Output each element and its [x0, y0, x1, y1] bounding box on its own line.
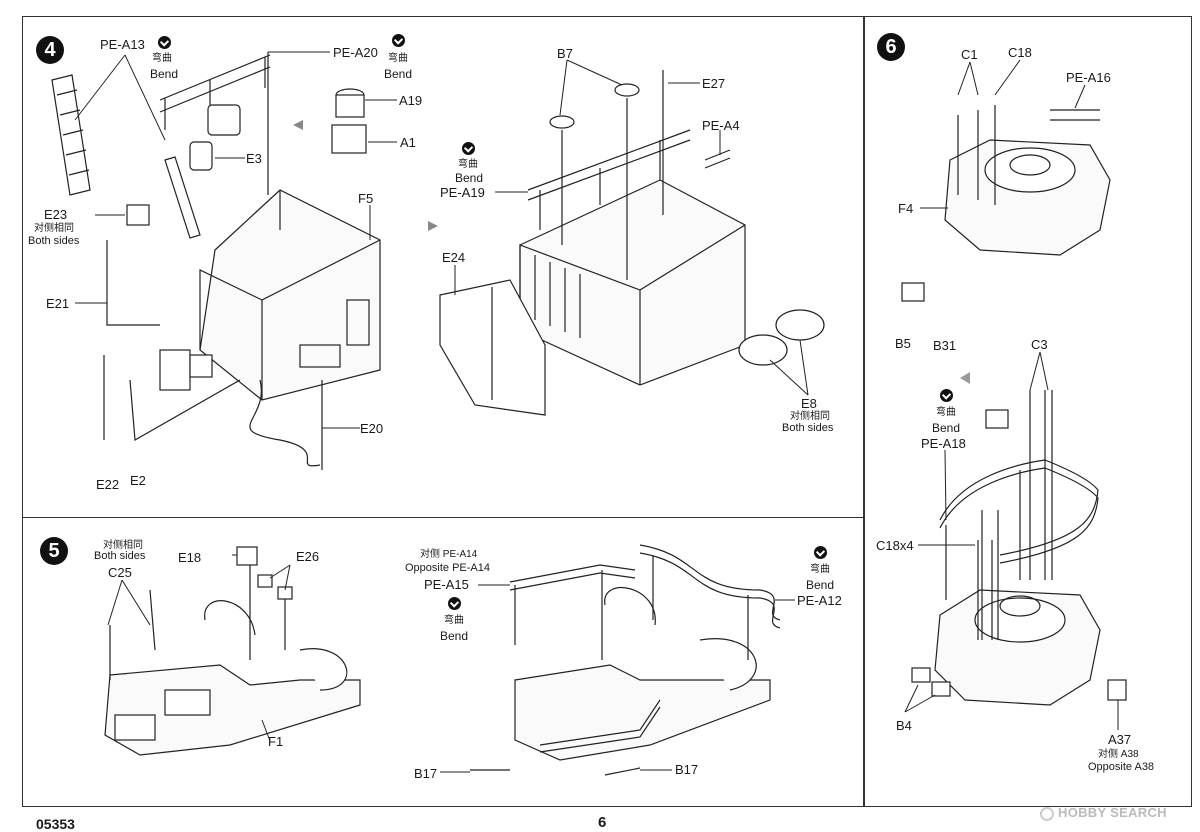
brand-name: HOBBY SEARCH [1058, 805, 1167, 820]
label-c18: C18 [1008, 45, 1032, 60]
opposite-pe-a14-cn: 对侧 PE-A14 [420, 549, 478, 560]
label-a37: A37 [1108, 732, 1132, 747]
label-pe-a15: PE-A15 [424, 577, 469, 592]
opposite-a38-en: Opposite A38 [1088, 761, 1155, 773]
step5-base-right [470, 544, 781, 776]
label-e18: E18 [178, 550, 202, 565]
label-c3: C3 [1031, 337, 1048, 352]
label-pe-a13: PE-A13 [100, 37, 145, 52]
label-pe-a18: PE-A18 [921, 436, 966, 451]
bend-icon [814, 546, 827, 559]
label-e2: E2 [130, 473, 146, 488]
leader-lines [74, 51, 1119, 773]
label-f5: F5 [358, 191, 374, 206]
both-sides-cn: 对侧相同 [103, 540, 143, 551]
brand-logo-icon [1040, 806, 1054, 821]
label-e3: E3 [246, 151, 262, 166]
both-sides-en: Both sides [782, 422, 834, 434]
label-e21: E21 [46, 296, 70, 311]
label-e23: E23 [44, 207, 68, 222]
bend-note-cn: 弯曲 [388, 53, 408, 64]
both-sides-en: Both sides [94, 550, 146, 562]
opposite-pe-a14-en: Opposite PE-A14 [405, 562, 490, 574]
both-sides-en: Both sides [28, 235, 80, 247]
bend-note-en: Bend [384, 67, 413, 81]
label-b17-left: B17 [414, 766, 438, 781]
bend-note-cn: 弯曲 [458, 159, 478, 170]
label-b31: B31 [933, 338, 957, 353]
label-b5: B5 [895, 336, 911, 351]
bend-note-cn: 弯曲 [444, 615, 464, 626]
bend-note-en: Bend [932, 421, 961, 435]
bend-icon [448, 597, 461, 610]
label-e27: E27 [702, 76, 726, 91]
watermark: HOBBY SEARCH [1040, 805, 1167, 821]
page-number: 6 [598, 814, 607, 831]
bend-icon [462, 142, 475, 155]
label-e20: E20 [360, 421, 384, 436]
step4-building-right [439, 70, 825, 416]
label-a1: A1 [400, 135, 416, 150]
step4-building-left [51, 52, 381, 470]
step5-base-left [104, 546, 361, 756]
step-4-number: 4 [36, 36, 64, 64]
label-pe-a19: PE-A19 [440, 185, 485, 200]
label-f4: F4 [898, 201, 914, 216]
bend-icon [392, 34, 405, 47]
label-pe-a4: PE-A4 [702, 118, 740, 133]
label-pe-a16: PE-A16 [1066, 70, 1111, 85]
label-pe-a12: PE-A12 [797, 593, 842, 608]
step-6-number: 6 [877, 33, 905, 61]
bend-note-cn: 弯曲 [936, 407, 956, 418]
label-e22: E22 [96, 477, 120, 492]
opposite-a38-cn: 对侧 A38 [1098, 749, 1139, 760]
label-a19: A19 [399, 93, 423, 108]
step-6-panel [864, 16, 1192, 807]
label-e8: E8 [801, 396, 817, 411]
label-c1: C1 [961, 47, 978, 62]
bend-note-en: Bend [150, 67, 179, 81]
step6-base-lower [901, 282, 1127, 706]
bend-note-en: Bend [455, 171, 484, 185]
bend-note-en: Bend [806, 578, 835, 592]
label-b4: B4 [896, 718, 912, 733]
step6-base-upper [944, 105, 1111, 256]
label-c25: C25 [108, 565, 132, 580]
label-f1: F1 [268, 734, 284, 749]
bend-note-cn: 弯曲 [810, 564, 830, 575]
label-pe-a20: PE-A20 [333, 45, 378, 60]
label-e24: E24 [442, 250, 466, 265]
step-5-number: 5 [40, 537, 68, 565]
label-b17-right: B17 [675, 762, 699, 777]
product-code: 05353 [36, 816, 75, 832]
label-e26: E26 [296, 549, 320, 564]
bend-note-cn: 弯曲 [152, 53, 172, 64]
both-sides-cn: 对侧相同 [34, 223, 74, 234]
label-c18x4: C18x4 [876, 538, 914, 553]
bend-note-en: Bend [440, 629, 469, 643]
step-5-panel [22, 517, 864, 807]
bend-icon [940, 389, 953, 402]
bend-icon [158, 36, 171, 49]
both-sides-cn: 对侧相同 [790, 411, 830, 422]
label-b7: B7 [557, 46, 573, 61]
